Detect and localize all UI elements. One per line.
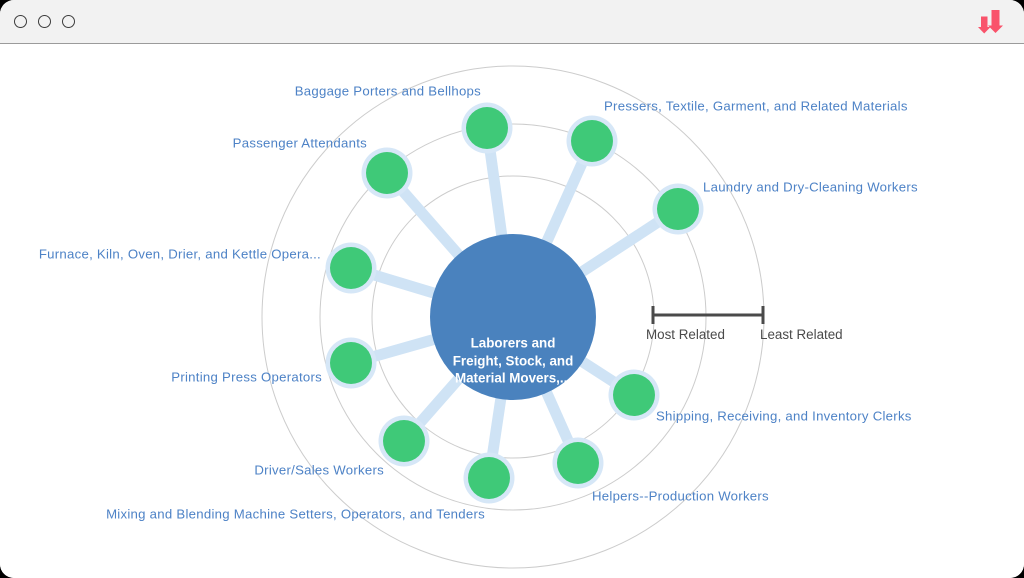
legend-scale-bar xyxy=(651,306,765,324)
related-node[interactable] xyxy=(366,152,408,194)
graph-svg xyxy=(261,65,765,569)
related-node-label[interactable]: Printing Press Operators xyxy=(171,369,322,385)
related-node-label[interactable]: Shipping, Receiving, and Inventory Clerk… xyxy=(656,408,912,424)
related-node-label[interactable]: Furnace, Kiln, Oven, Drier, and Kettle O… xyxy=(38,246,321,262)
related-node-label[interactable]: Mixing and Blending Machine Setters, Ope… xyxy=(106,506,485,522)
center-node-circle[interactable] xyxy=(430,234,596,400)
related-node-label[interactable]: Laundry and Dry-Cleaning Workers xyxy=(703,179,918,195)
related-node[interactable] xyxy=(330,247,372,289)
related-node[interactable] xyxy=(557,442,599,484)
related-node-label[interactable]: Driver/Sales Workers xyxy=(254,462,384,478)
related-node[interactable] xyxy=(383,420,425,462)
brand-arrow-logo xyxy=(978,10,1003,34)
related-node[interactable] xyxy=(466,107,508,149)
related-node[interactable] xyxy=(657,188,699,230)
related-node[interactable] xyxy=(613,374,655,416)
close-icon[interactable] xyxy=(14,15,27,28)
related-nodes-group xyxy=(325,102,704,504)
related-node[interactable] xyxy=(468,457,510,499)
window-titlebar xyxy=(0,0,1024,44)
maximize-icon[interactable] xyxy=(62,15,75,28)
legend-most-related-label: Most Related xyxy=(646,327,725,342)
related-node[interactable] xyxy=(330,342,372,384)
center-node[interactable] xyxy=(430,234,596,400)
related-node-label[interactable]: Helpers--Production Workers xyxy=(592,488,769,504)
related-node[interactable] xyxy=(571,120,613,162)
minimize-icon[interactable] xyxy=(38,15,51,28)
legend-least-related-label: Least Related xyxy=(760,327,843,342)
ring-2 xyxy=(319,123,707,511)
related-node-label[interactable]: Baggage Porters and Bellhops xyxy=(294,83,481,99)
window-controls xyxy=(14,15,75,28)
related-node-label[interactable]: Pressers, Textile, Garment, and Related … xyxy=(604,98,908,114)
related-node-label[interactable]: Passenger Attendants xyxy=(232,135,367,151)
